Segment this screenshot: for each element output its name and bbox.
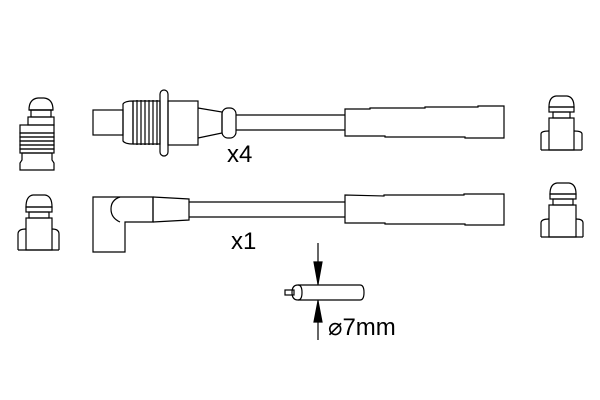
terminal-left-row1-icon — [19, 97, 55, 171]
terminal-left-row2-icon — [17, 194, 60, 251]
terminal-right-row2-icon — [540, 182, 584, 238]
quantity-label-row1: x4 — [227, 141, 253, 168]
straight-boot-icon — [92, 89, 237, 157]
sleeve-right-row1 — [344, 105, 505, 139]
sleeve-right-row2 — [344, 193, 505, 226]
cable-cross-section-icon — [284, 284, 365, 301]
quantity-label-row2: x1 — [231, 228, 257, 255]
angled-boot-icon — [92, 196, 190, 253]
cable-row1 — [236, 114, 345, 131]
dimension-arrows-icon — [313, 243, 323, 340]
diameter-label: ⌀7mm — [328, 314, 396, 341]
cable-row2 — [189, 201, 345, 218]
terminal-right-row1-icon — [540, 95, 583, 151]
